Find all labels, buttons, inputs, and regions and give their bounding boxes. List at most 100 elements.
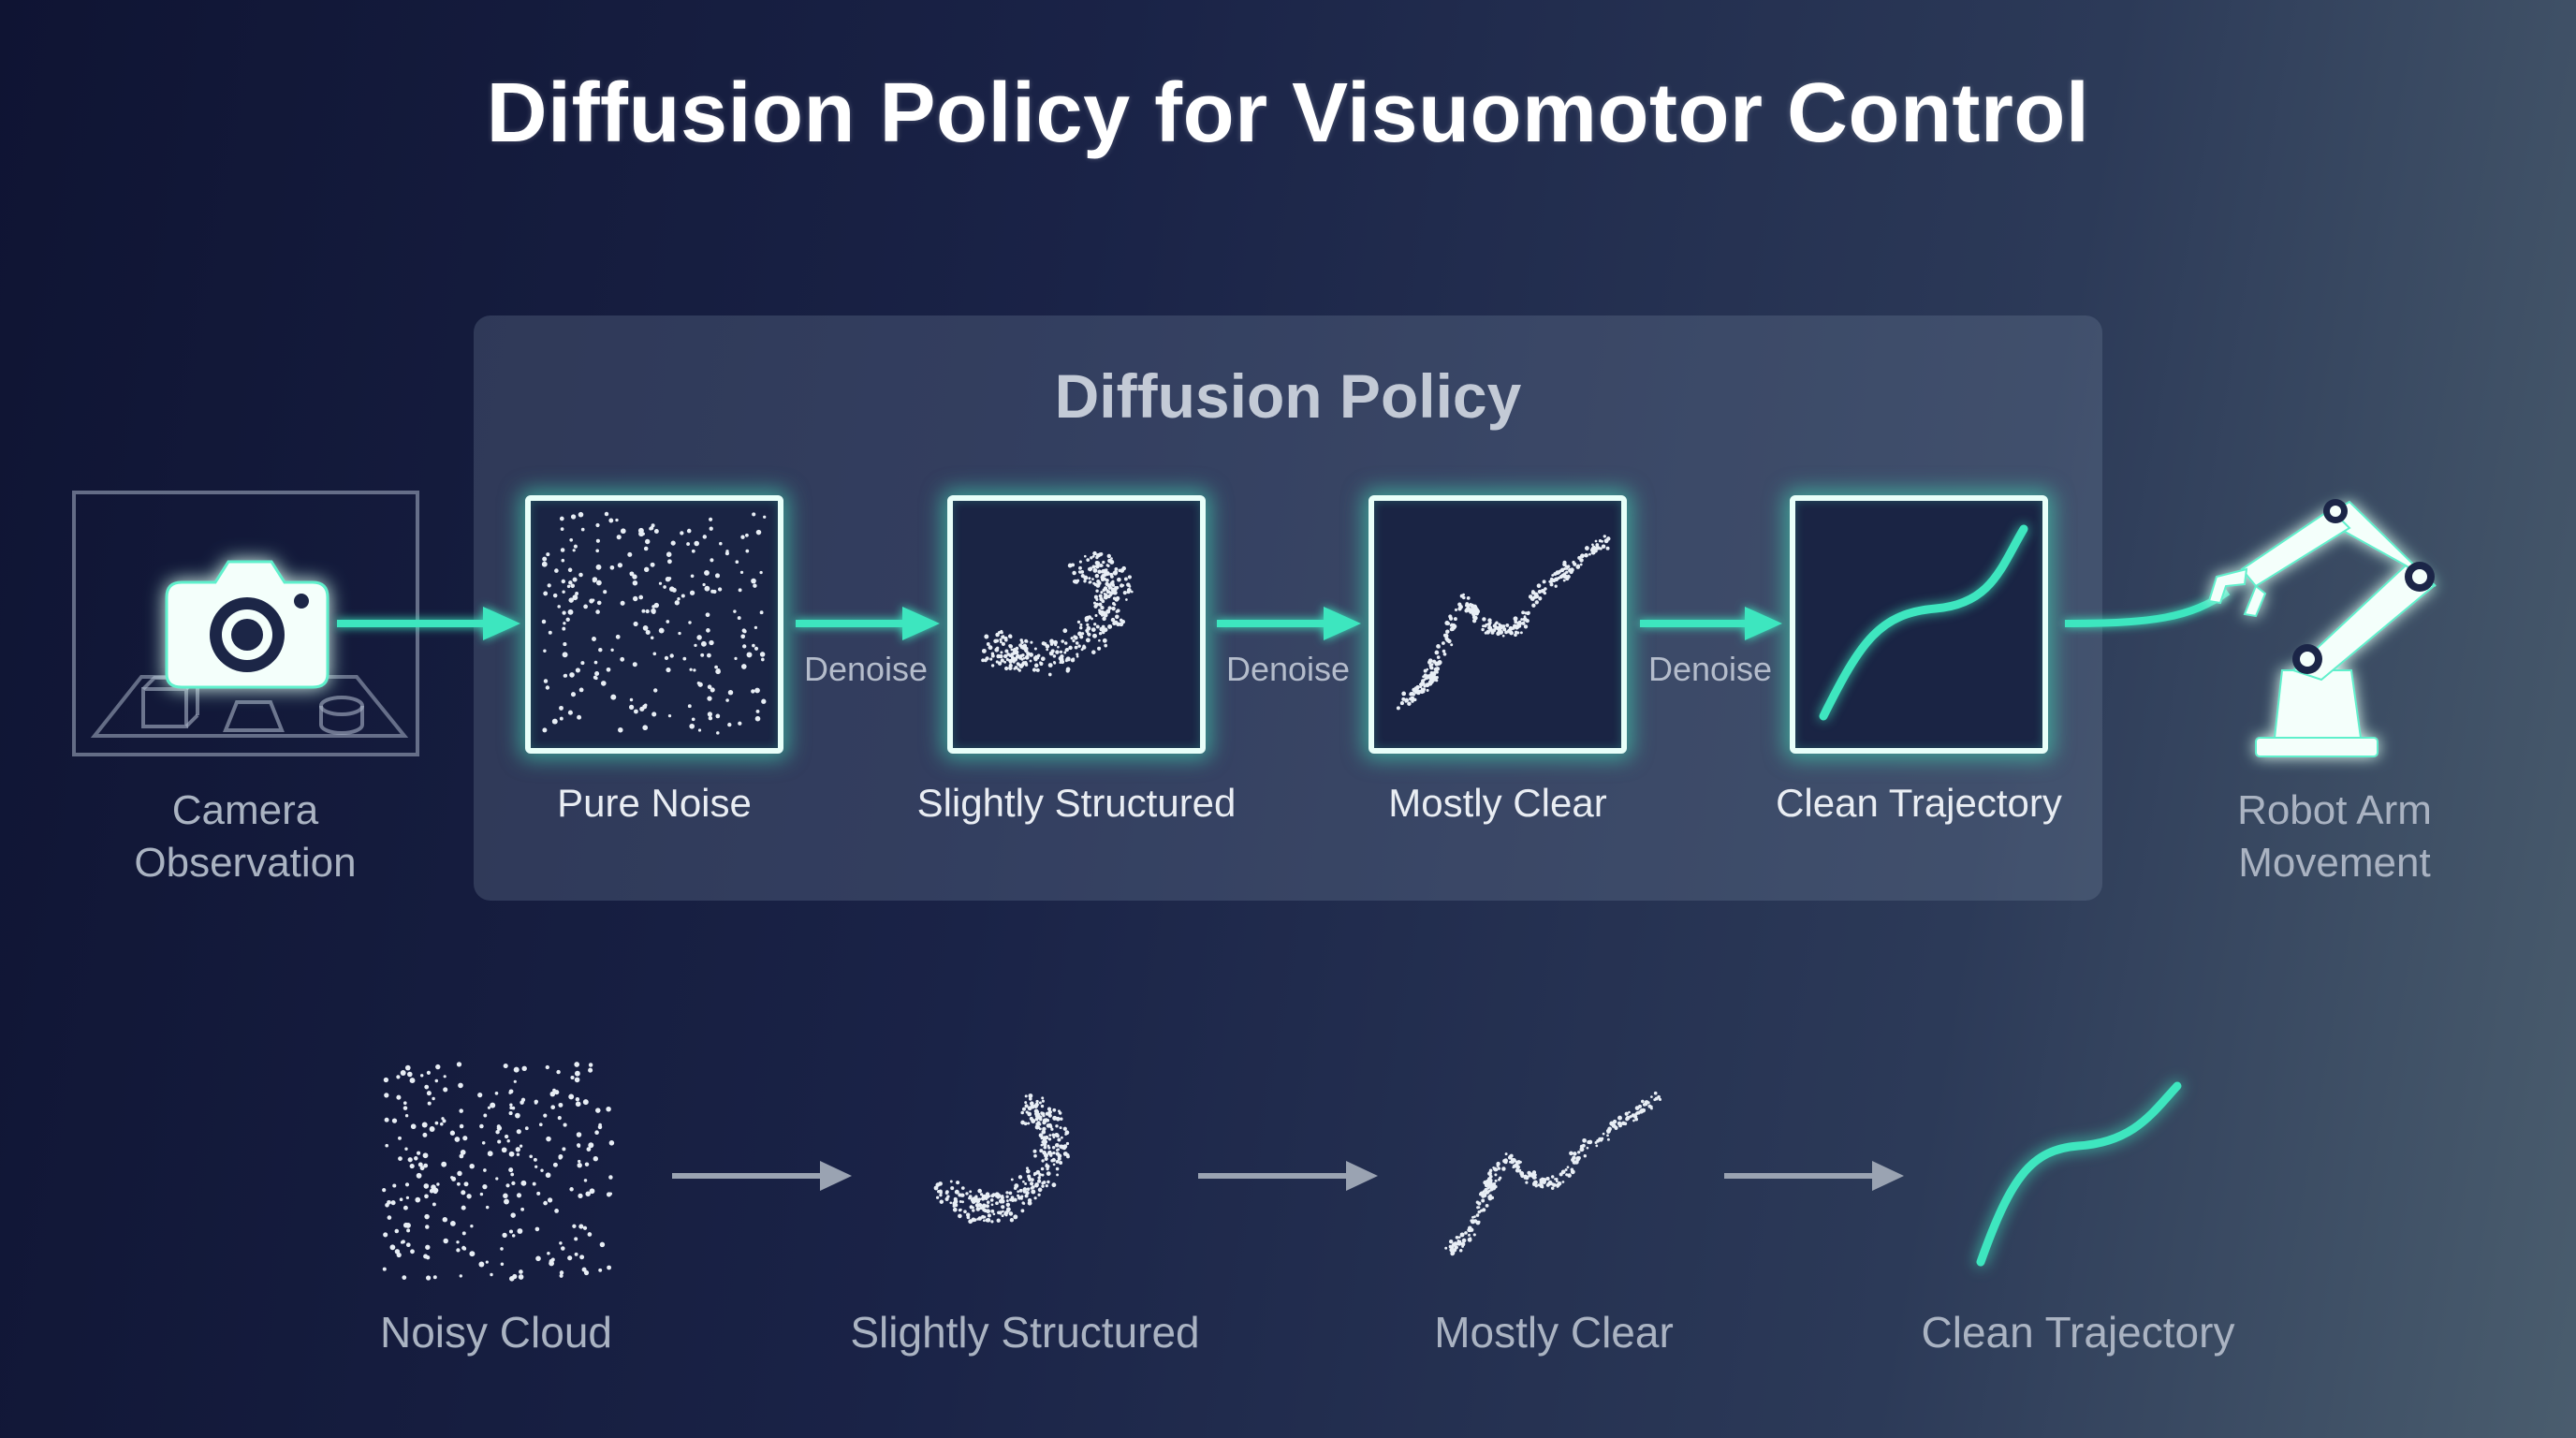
noise-dot: [432, 1096, 435, 1101]
noise-dot: [415, 1196, 421, 1203]
noise-dot: [578, 1193, 583, 1199]
noise-dot: [693, 668, 696, 672]
noise-dot: [700, 653, 705, 657]
noise-dot: [738, 588, 742, 593]
noise-dot: [949, 1201, 953, 1205]
noise-dot: [735, 560, 739, 565]
noise-dot: [1034, 1102, 1039, 1108]
noise-dot: [460, 1150, 466, 1155]
noise-dot: [1536, 583, 1542, 589]
noise-dot: [1013, 656, 1018, 662]
noise-dot: [1532, 1181, 1536, 1186]
noise-dot: [759, 570, 763, 575]
noise-dot: [1059, 1161, 1063, 1165]
noise-dot: [1088, 615, 1091, 620]
noise-dot: [691, 717, 695, 722]
noise-dot: [1067, 563, 1073, 568]
noise-dot: [1052, 1108, 1057, 1112]
noise-dot: [1014, 1183, 1019, 1189]
noise-dot: [1654, 1096, 1659, 1101]
noise-dot: [1027, 1176, 1032, 1181]
noise-dot: [1611, 1121, 1615, 1125]
noise-dot: [547, 1251, 550, 1255]
noise-dot: [1100, 605, 1105, 610]
noise-dot: [754, 715, 761, 722]
noise-dot: [935, 1196, 940, 1199]
noise-dot: [1595, 1144, 1599, 1148]
noise-dot: [541, 561, 548, 567]
noise-dot: [1555, 1177, 1559, 1181]
noise-dot: [1052, 654, 1057, 658]
noise-dot: [1024, 1194, 1029, 1198]
noise-dot: [1551, 574, 1555, 577]
noise-dot: [994, 1192, 1000, 1197]
noise-dot: [1561, 1181, 1565, 1183]
noise-dot: [456, 1062, 462, 1067]
noise-dot: [1021, 1107, 1027, 1111]
noise-dot: [976, 1200, 980, 1204]
noise-dot: [681, 594, 685, 598]
noise-dot: [1055, 1159, 1060, 1164]
noise-dot: [529, 1154, 533, 1159]
bottom-arrow-3: [1724, 1161, 1904, 1191]
noise-dot: [650, 562, 655, 567]
noise-dot: [396, 1094, 402, 1100]
noise-dot: [982, 1194, 987, 1198]
noise-dot: [558, 1155, 563, 1160]
noise-dot: [1454, 1241, 1457, 1244]
noise-dot: [459, 1274, 462, 1278]
noise-dot: [1098, 638, 1101, 642]
noise-dot: [1488, 1194, 1492, 1197]
noise-dot: [990, 664, 995, 668]
noise-dot: [1095, 589, 1099, 593]
noise-dot: [457, 1170, 462, 1177]
noise-dot: [996, 1218, 1001, 1223]
noise-dot: [592, 579, 597, 583]
noise-dot: [1032, 1149, 1037, 1153]
noise-dot: [510, 1212, 516, 1218]
noise-dot: [587, 1232, 593, 1237]
noise-dot: [652, 652, 657, 656]
noise-dot: [1053, 661, 1057, 665]
noise-dot: [1566, 1166, 1570, 1169]
noise-dot: [1458, 1249, 1463, 1253]
noise-dot: [1523, 615, 1527, 618]
noise-dot: [1024, 1094, 1028, 1098]
noise-dot: [1102, 588, 1106, 593]
noise-dot: [606, 667, 611, 672]
noise-dot: [559, 1241, 563, 1245]
noise-dot: [1095, 602, 1099, 607]
noise-dot: [1120, 619, 1126, 624]
noise-dot: [678, 631, 681, 636]
noise-dot: [1501, 1167, 1506, 1171]
noise-dot: [585, 1191, 591, 1196]
noise-dot: [574, 1237, 578, 1241]
noise-dot: [410, 1249, 415, 1255]
noise-dot: [1062, 1144, 1068, 1149]
noise-dot: [1084, 618, 1090, 623]
noise-dot: [538, 1123, 543, 1127]
noise-dot: [431, 1184, 436, 1190]
noise-dot: [754, 646, 759, 651]
noise-dot: [588, 1063, 593, 1067]
noise-dot: [1009, 636, 1013, 638]
noise-dot: [396, 1075, 401, 1079]
noise-dot: [1055, 1167, 1060, 1171]
noise-dot: [608, 1192, 613, 1196]
noise-dot: [485, 1260, 489, 1264]
noise-dot: [1572, 1155, 1576, 1160]
noise-dot: [1550, 1186, 1555, 1190]
noise-dot: [677, 596, 681, 601]
noise-dot: [707, 696, 712, 701]
noise-dot: [509, 1106, 513, 1110]
noise-dot: [1448, 616, 1454, 621]
noise-dot: [1566, 565, 1571, 568]
noise-dot: [1531, 1170, 1537, 1175]
noise-dot: [985, 656, 989, 661]
noise-dot: [1114, 596, 1120, 602]
noise-dot: [1436, 655, 1441, 659]
noise-dot: [1506, 628, 1512, 634]
noise-dot: [1435, 679, 1439, 682]
noise-dot: [1031, 1189, 1036, 1195]
robot-arm-icon: [2207, 499, 2437, 757]
